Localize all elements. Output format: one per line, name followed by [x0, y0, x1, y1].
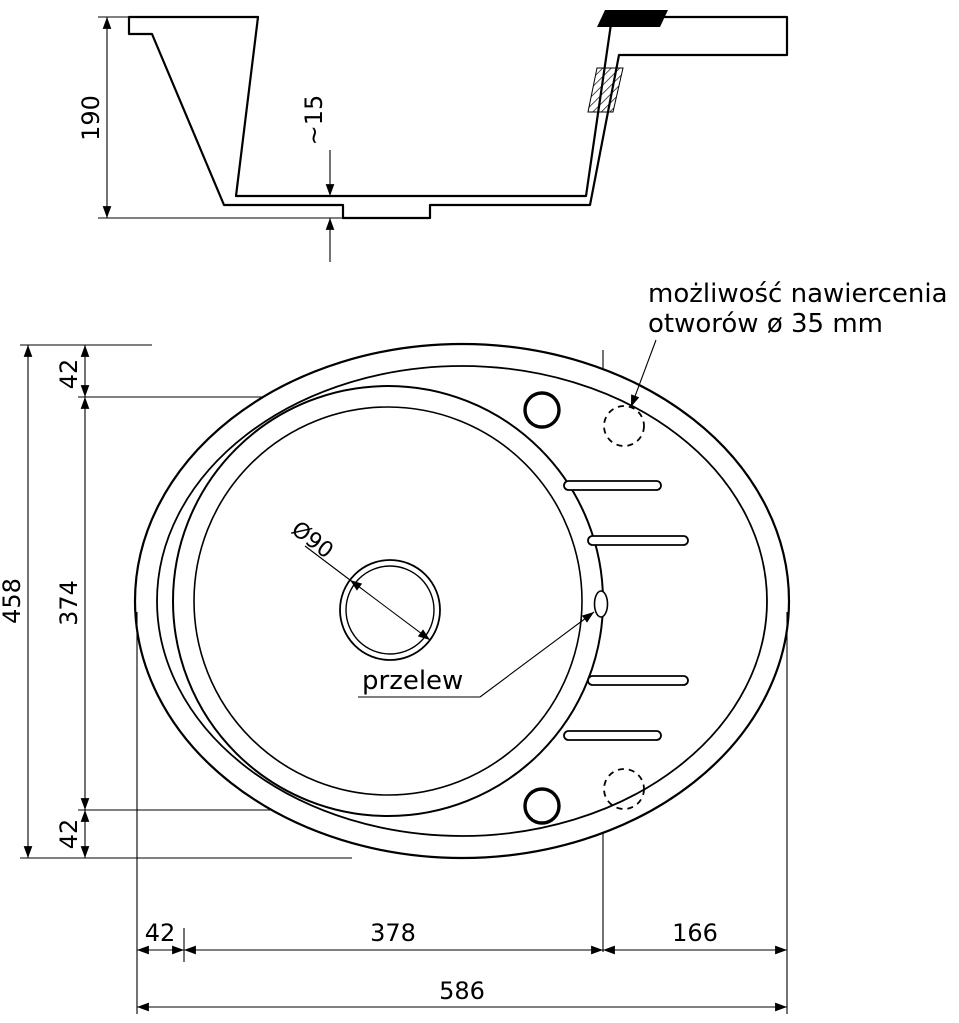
width-left-offset-label: 42 [145, 919, 176, 947]
drainer-groove-1 [563, 480, 662, 491]
plan-view: Ø90 przelew możliwość nawiercenia otworó… [0, 279, 948, 1014]
height-bowl-label: 374 [55, 580, 83, 626]
drain-inner-circle [345, 565, 435, 655]
drainer-groove-3 [587, 675, 689, 686]
optional-hole-top [603, 405, 645, 447]
width-bowl-label: 378 [370, 919, 416, 947]
faucet-hole-bottom [523, 787, 561, 825]
overflow-mark [593, 590, 609, 618]
drill-note-line1: możliwość nawiercenia [648, 279, 948, 309]
height-top-offset-label: 42 [55, 359, 83, 390]
overflow-leader-arrow [479, 611, 595, 698]
width-total-label: 586 [439, 977, 485, 1005]
overflow-label: przelew [362, 666, 463, 696]
recess-dimension-label: ~15 [300, 95, 328, 146]
cross-section-view: 190 ~15 [77, 10, 789, 262]
sink-inner-rim [156, 365, 768, 837]
hatch-section-mark [587, 67, 624, 113]
drill-note-line2: otworów ø 35 mm [648, 309, 883, 339]
width-drainer-label: 166 [672, 919, 718, 947]
seal-section-mark [597, 10, 668, 27]
sink-section-profile [127, 15, 789, 220]
drainer-groove-2 [587, 535, 689, 546]
drain-diameter-tail [304, 545, 351, 581]
drainer-groove-4 [563, 730, 662, 741]
depth-dimension-label: 190 [77, 95, 105, 141]
drill-note-leader [630, 339, 657, 408]
height-total-label: 458 [0, 578, 26, 624]
height-bottom-offset-label: 42 [55, 819, 83, 850]
faucet-hole-top [523, 391, 561, 429]
drain-diameter-line [349, 579, 431, 641]
bowl-inner-circle [193, 406, 583, 796]
optional-hole-bottom [603, 768, 645, 810]
